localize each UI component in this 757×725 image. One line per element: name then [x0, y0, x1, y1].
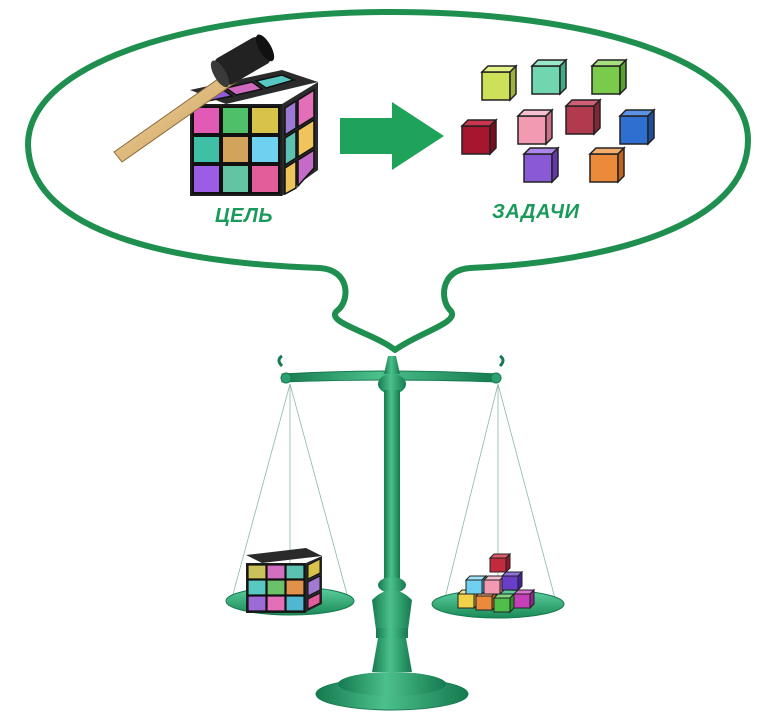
thought-bubble: [25, 9, 751, 353]
rubiks-cube-icon: [246, 548, 322, 613]
scattered-colored-cubes-icon: [460, 58, 656, 184]
balance-scale-icon: [225, 354, 565, 711]
cube-pile-icon: [456, 552, 536, 614]
right-arrow-icon: [340, 102, 444, 170]
goal-label: ЦЕЛЬ: [215, 205, 273, 227]
tasks-label: ЗАДАЧИ: [492, 201, 580, 223]
rubiks-cube-with-hammer-icon: [113, 34, 318, 196]
